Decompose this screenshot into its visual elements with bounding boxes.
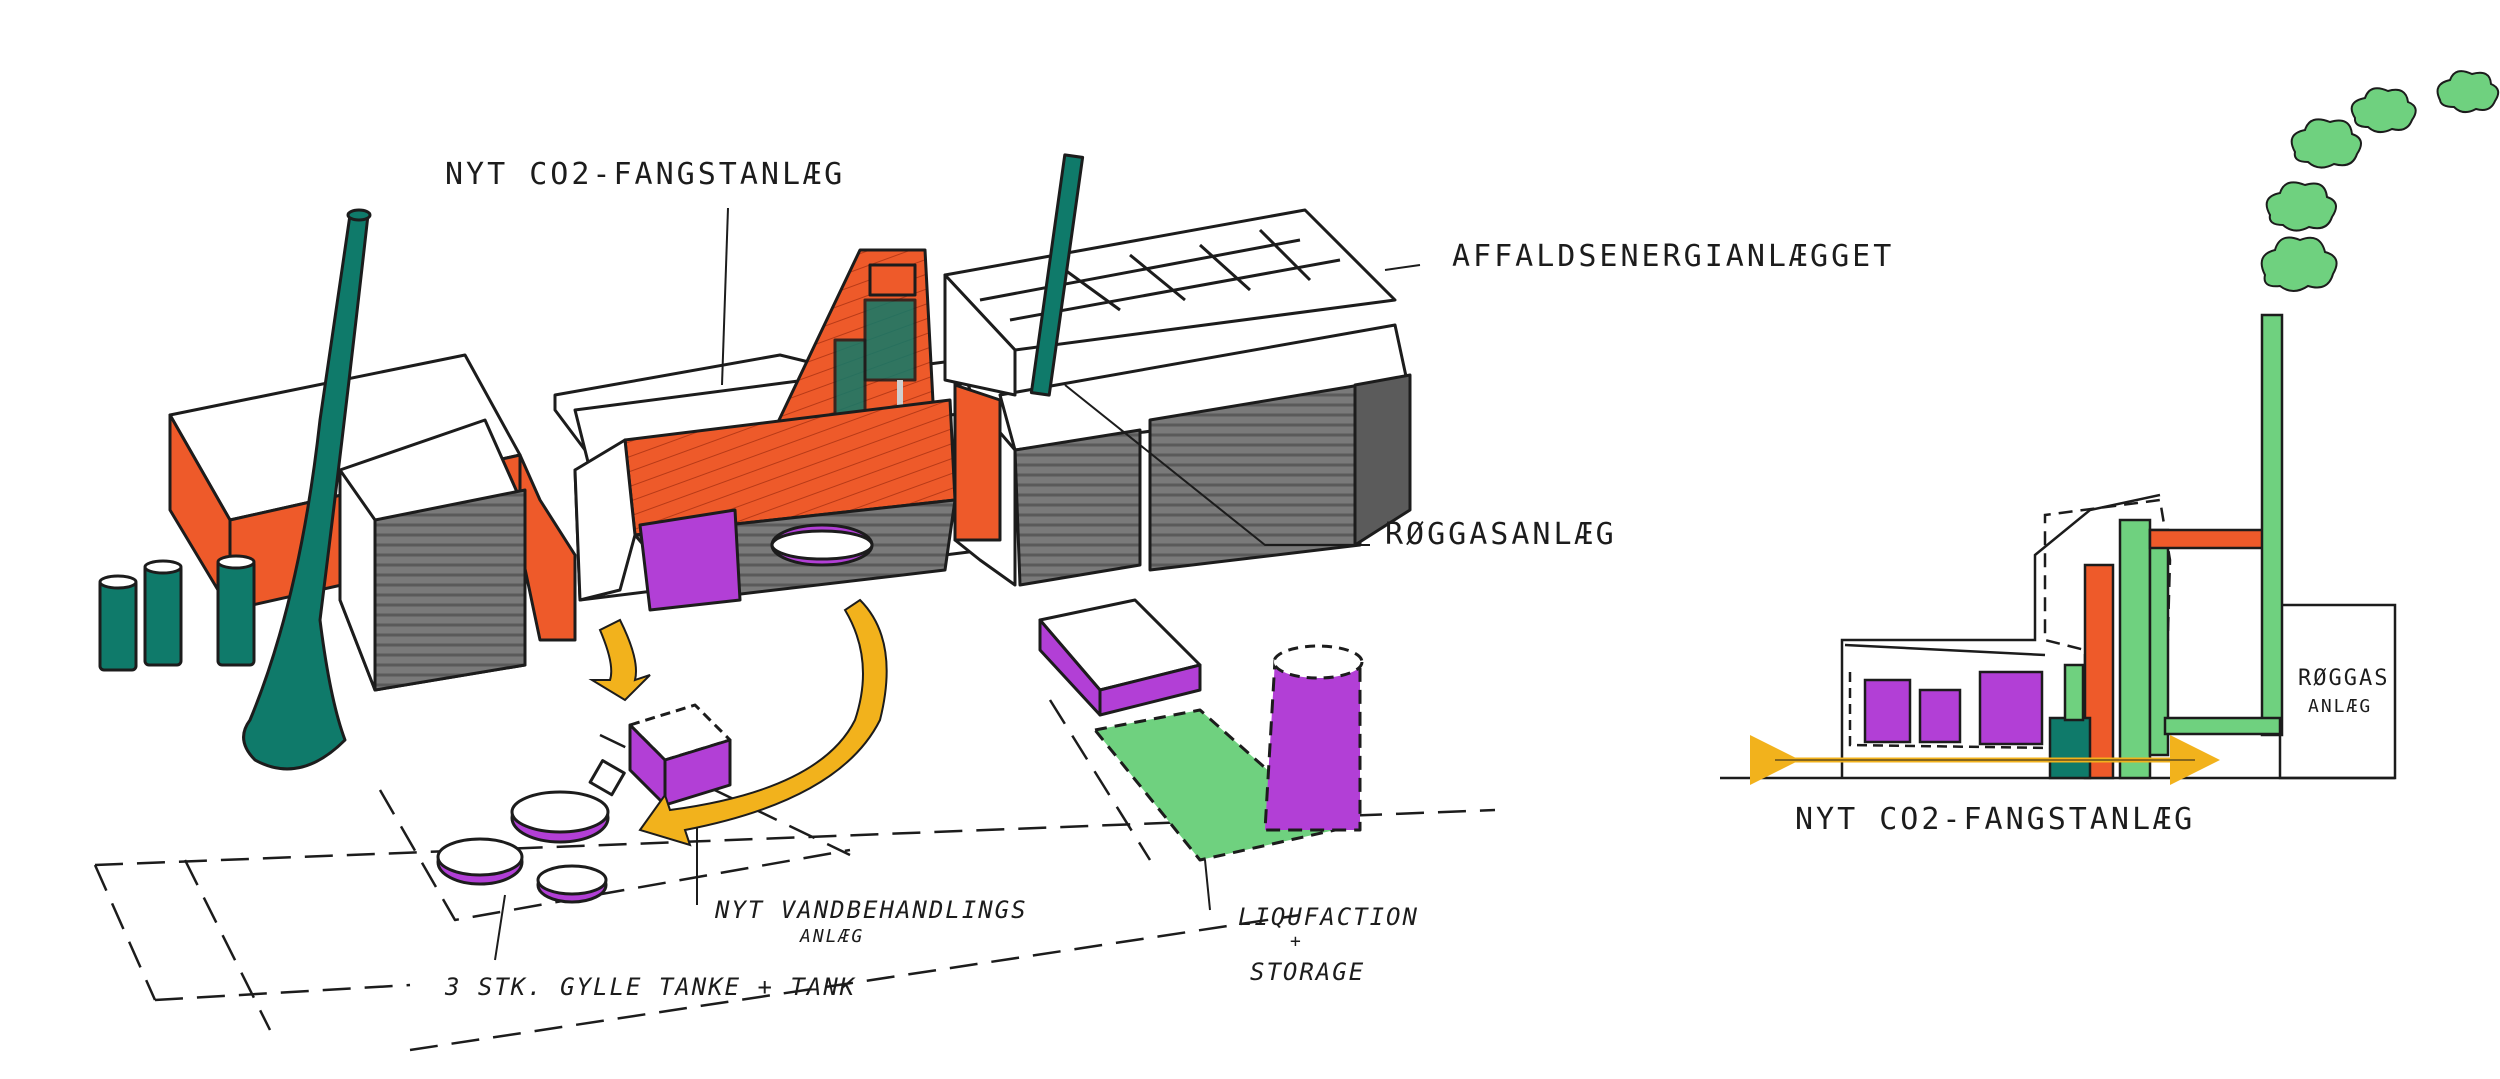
liquefaction-plus: + [1290,931,1303,952]
leader-lines [494,207,1421,961]
teal-cylinders [98,554,256,672]
co2-capture-label: NYT CO2-FANGSTANLÆG [445,157,846,192]
smoke-puffs [2260,70,2500,292]
water-treatment-label-2: ANLÆG [800,926,865,947]
water-treatment-label: NYT VANDBEHANDLINGS [715,896,1028,924]
flue-gas-section-label: RØGGAS [2298,666,2390,691]
water-treatment [436,703,732,904]
co2-capture-section-label: NYT CO2-FANGSTANLÆG [1795,802,2196,837]
flue-gas-section-label-2: ANLÆG [2308,696,2373,717]
co2-capture-plant [553,248,987,612]
chimney-center [1029,153,1085,397]
material-flow-arrows [588,598,888,847]
site-perspective [93,153,1496,1052]
waste-energy-label: AFFALDSENERGIANLÆGGET [1452,239,1895,274]
chimney-left [242,208,372,771]
tanks-label: 3 STK. GYLLE TANKE + TANK [445,973,857,1001]
left-warehouse [168,353,577,692]
liquefaction-site [1038,598,1364,862]
section-drawing [1720,70,2500,785]
waste-energy-plant [943,208,1412,587]
flue-gas-label: RØGGASANLÆG [1385,517,1617,552]
storage-label: STORAGE [1250,958,1366,986]
liquefaction-label: LIQUFACTION [1238,903,1419,931]
